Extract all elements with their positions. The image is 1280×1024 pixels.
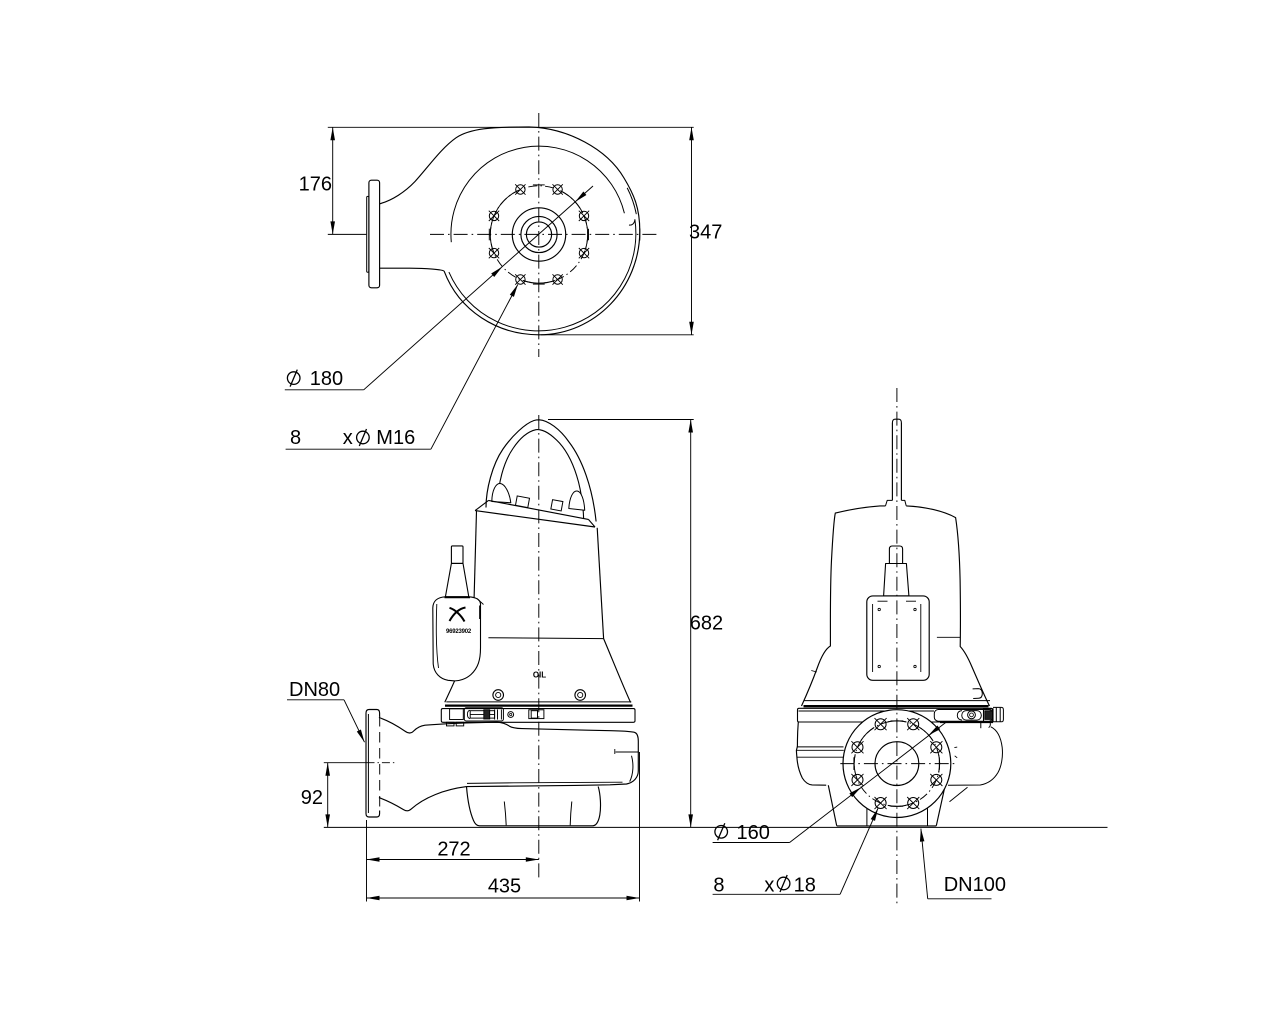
svg-text:18: 18	[794, 874, 816, 896]
svg-text:682: 682	[690, 613, 723, 635]
svg-text:92: 92	[301, 787, 323, 809]
svg-text:x: x	[343, 427, 353, 449]
svg-text:435: 435	[488, 875, 521, 897]
svg-text:96923902: 96923902	[446, 629, 472, 635]
svg-text:DN80: DN80	[289, 679, 340, 701]
svg-text:160: 160	[737, 822, 770, 844]
svg-text:OIL: OIL	[533, 670, 546, 679]
svg-text:DN100: DN100	[944, 874, 1006, 896]
svg-text:8: 8	[290, 427, 301, 449]
svg-text:8: 8	[713, 874, 724, 896]
svg-text:x: x	[764, 874, 774, 896]
svg-text:272: 272	[437, 838, 470, 860]
svg-text:176: 176	[299, 173, 332, 195]
svg-text:347: 347	[689, 221, 722, 243]
svg-text:M16: M16	[376, 427, 415, 449]
svg-text:180: 180	[310, 368, 343, 390]
